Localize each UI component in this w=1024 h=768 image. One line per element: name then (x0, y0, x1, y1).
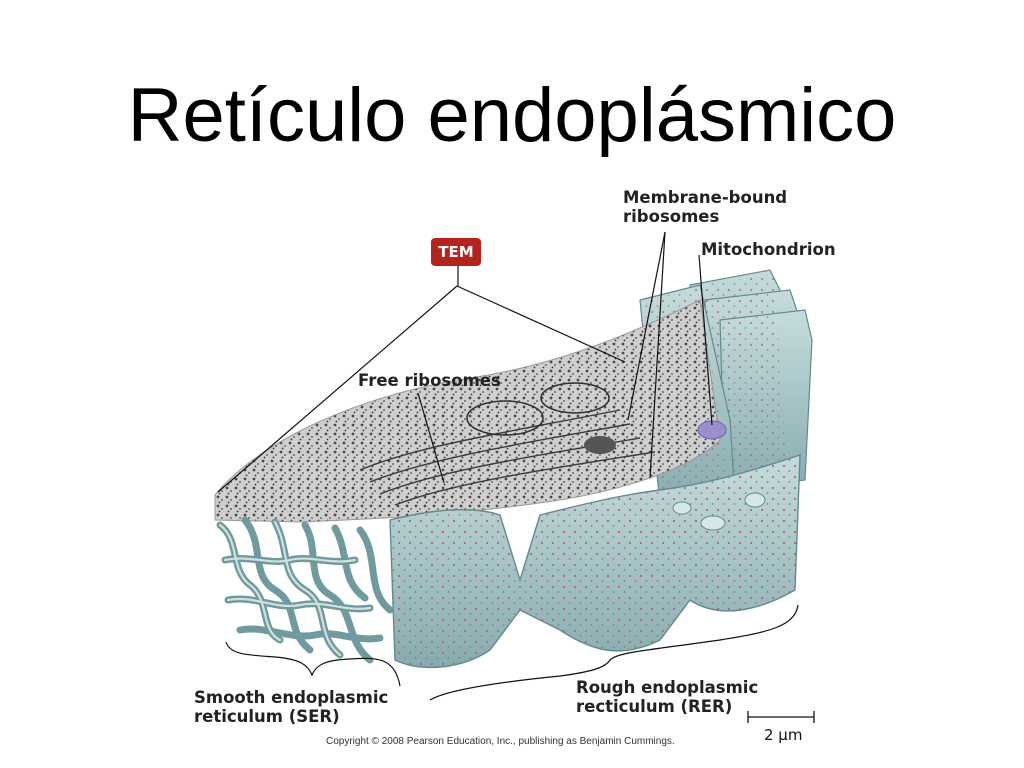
label-line: Membrane-bound (623, 188, 788, 207)
label-free-ribosomes: Free ribosomes (358, 371, 501, 390)
copyright-notice: Copyright © 2008 Pearson Education, Inc.… (326, 736, 675, 747)
tem-micrograph-surface (214, 299, 721, 523)
label-line: recticulum (RER) (576, 697, 733, 716)
label-mitochondrion: Mitochondrion (701, 240, 836, 259)
label-line: Rough endoplasmic (576, 678, 759, 697)
label-line: ribosomes (623, 207, 720, 226)
ser-brace (225, 641, 401, 687)
smooth-er-highlights (218, 520, 372, 657)
rer-brace (429, 604, 799, 701)
scale-bar-label: 2 μm (764, 726, 803, 744)
leader-lines (217, 231, 713, 493)
label-line: Smooth endoplasmic (194, 688, 389, 707)
label-line: reticulum (SER) (194, 707, 340, 726)
scale-bar (747, 711, 815, 723)
slide-title: Retículo endoplásmico (127, 73, 897, 158)
label-smooth-er: Smooth endoplasmic reticulum (SER) (194, 688, 388, 726)
label-membrane-bound-ribosomes: Membrane-bound ribosomes (623, 188, 787, 226)
tem-badge: TEM (431, 238, 481, 266)
label-rough-er: Rough endoplasmic recticulum (RER) (576, 678, 758, 716)
rough-er-front-wall (389, 454, 801, 669)
